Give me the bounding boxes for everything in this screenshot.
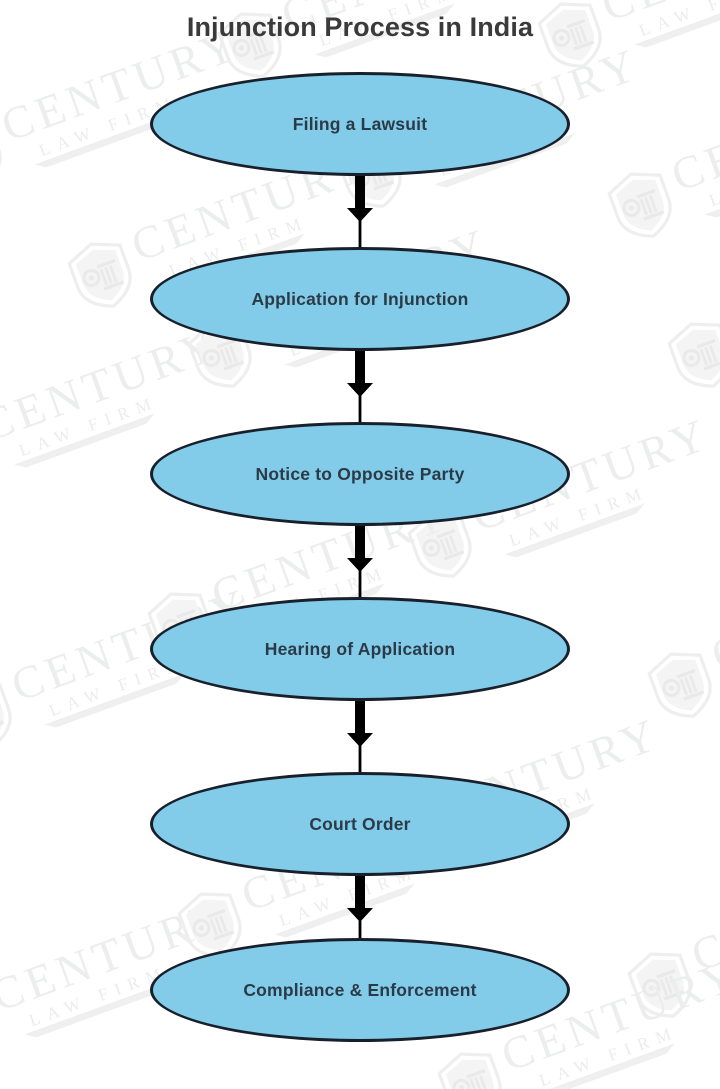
flow-node-label: Application for Injunction (251, 288, 469, 309)
flow-node-label: Filing a Lawsuit (292, 113, 428, 134)
flow-node-step-3[interactable]: Notice to Opposite Party (150, 422, 570, 526)
flow-connector-3 (342, 524, 378, 600)
flow-node-step-2[interactable]: Application for Injunction (150, 247, 570, 351)
flow-node-label: Notice to Opposite Party (255, 463, 465, 484)
flow-connector-2 (342, 349, 378, 425)
flow-node-step-5[interactable]: Court Order (150, 772, 570, 876)
flow-connector-4 (342, 699, 378, 775)
flow-node-label: Compliance & Enforcement (243, 979, 477, 1000)
page-title: Injunction Process in India (186, 12, 534, 42)
flow-node-step-4[interactable]: Hearing of Application (150, 597, 570, 701)
flow-node-step-1[interactable]: Filing a Lawsuit (150, 72, 570, 176)
flow-node-label: Court Order (309, 813, 411, 834)
flow-node-label: Hearing of Application (264, 638, 456, 659)
flow-node-step-6[interactable]: Compliance & Enforcement (150, 938, 570, 1042)
flow-connector-1 (342, 174, 378, 250)
